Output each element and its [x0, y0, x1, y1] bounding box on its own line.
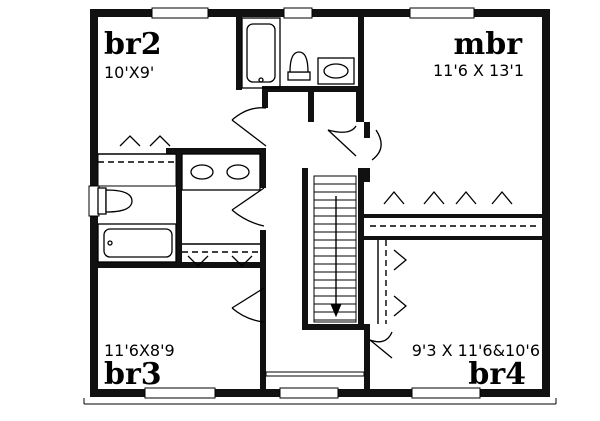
room-label-br2: br2	[104, 27, 162, 62]
sink-upper	[317, 57, 355, 85]
room-dims-br4: 9'3 X 11'6&10'6	[412, 341, 540, 360]
windows	[88, 7, 481, 399]
stair-outline	[313, 175, 357, 323]
room-dims-br2: 10'X9'	[104, 63, 154, 82]
room-label-br4: br4	[468, 357, 526, 392]
closet-doors	[119, 135, 513, 317]
interior-walls	[98, 16, 542, 390]
ground-line	[83, 398, 557, 405]
staircase	[313, 175, 357, 323]
bathtub-lower	[97, 223, 177, 263]
room-label-br3: br3	[104, 357, 162, 392]
room-dims-mbr: 11'6 X 13'1	[433, 61, 524, 80]
door-swings	[231, 107, 393, 359]
vanity-double-sink	[181, 153, 261, 191]
room-dims-br3: 11'6X8'9	[104, 341, 175, 360]
room-label-mbr: mbr	[453, 27, 523, 62]
closet-rods	[97, 153, 540, 324]
bathtub-upper	[241, 17, 281, 89]
toilet-lower	[97, 187, 133, 215]
stair-arrow-head	[330, 303, 342, 318]
toilet-upper	[287, 51, 311, 81]
